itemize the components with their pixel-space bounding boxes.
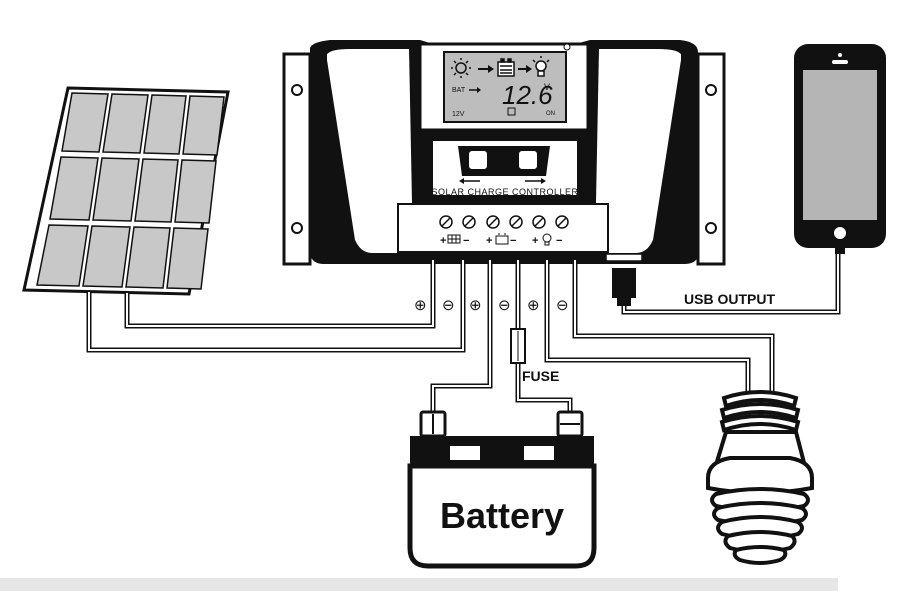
smartphone bbox=[794, 44, 886, 254]
terminal-plus: + bbox=[440, 235, 446, 247]
arrow-left-icon bbox=[459, 178, 480, 184]
mount-hole bbox=[291, 84, 303, 96]
usb-port[interactable] bbox=[605, 253, 643, 262]
terminal-screws bbox=[439, 215, 569, 229]
right-button[interactable] bbox=[517, 149, 539, 171]
charge-controller: BAT 12.6 V 12V ON SOLAR CHARGE CONTROLLE… bbox=[282, 40, 726, 266]
arrow-right-icon bbox=[525, 178, 546, 184]
arrow-icon bbox=[478, 65, 494, 73]
lcd-unit: V bbox=[544, 82, 550, 92]
polarity-minus: ⊖ bbox=[556, 297, 569, 314]
solar-panel bbox=[22, 86, 230, 296]
lcd-12v-label: 12V bbox=[452, 111, 465, 118]
controller-label: SOLAR CHARGE CONTROLLER bbox=[431, 187, 578, 197]
fuse-label: FUSE bbox=[522, 368, 559, 384]
sun-icon bbox=[451, 58, 471, 78]
bulb-icon bbox=[532, 56, 550, 77]
terminal-minus: − bbox=[510, 235, 516, 247]
lcd-voltage: 12.6 bbox=[502, 80, 553, 110]
polarity-markers: ⊕ ⊖ ⊕ ⊖ ⊕ ⊖ bbox=[414, 297, 569, 314]
alarm-icon bbox=[507, 107, 516, 116]
usb-output-label: USB OUTPUT bbox=[684, 291, 775, 307]
battery-icon bbox=[497, 58, 515, 77]
battery-label: Battery bbox=[440, 495, 564, 536]
left-button[interactable] bbox=[467, 149, 489, 171]
fuse bbox=[510, 328, 526, 364]
bulb-icon bbox=[542, 233, 552, 246]
battery bbox=[407, 410, 597, 569]
terminal-plus: + bbox=[486, 235, 492, 247]
footer-strip bbox=[0, 578, 838, 591]
wires bbox=[86, 260, 775, 414]
battery-icon bbox=[495, 233, 509, 245]
terminal-slots bbox=[425, 254, 583, 259]
terminal-minus: − bbox=[556, 235, 562, 247]
terminal-plus: + bbox=[532, 235, 538, 247]
solar-icon bbox=[447, 234, 461, 244]
arrow-icon bbox=[469, 87, 481, 93]
mount-hole bbox=[705, 84, 717, 96]
mount-hole bbox=[705, 222, 717, 234]
polarity-plus: ⊕ bbox=[469, 297, 482, 314]
arrow-icon bbox=[518, 65, 532, 73]
polarity-plus: ⊕ bbox=[527, 297, 540, 314]
terminal-minus: − bbox=[463, 235, 469, 247]
usb-plug bbox=[612, 268, 636, 306]
polarity-plus: ⊕ bbox=[414, 297, 427, 314]
lcd-bat-label: BAT bbox=[452, 87, 466, 94]
polarity-minus: ⊖ bbox=[442, 297, 455, 314]
polarity-minus: ⊖ bbox=[498, 297, 511, 314]
cfl-bulb bbox=[706, 390, 814, 565]
lcd-on-label: ON bbox=[546, 111, 555, 117]
mount-hole bbox=[291, 222, 303, 234]
